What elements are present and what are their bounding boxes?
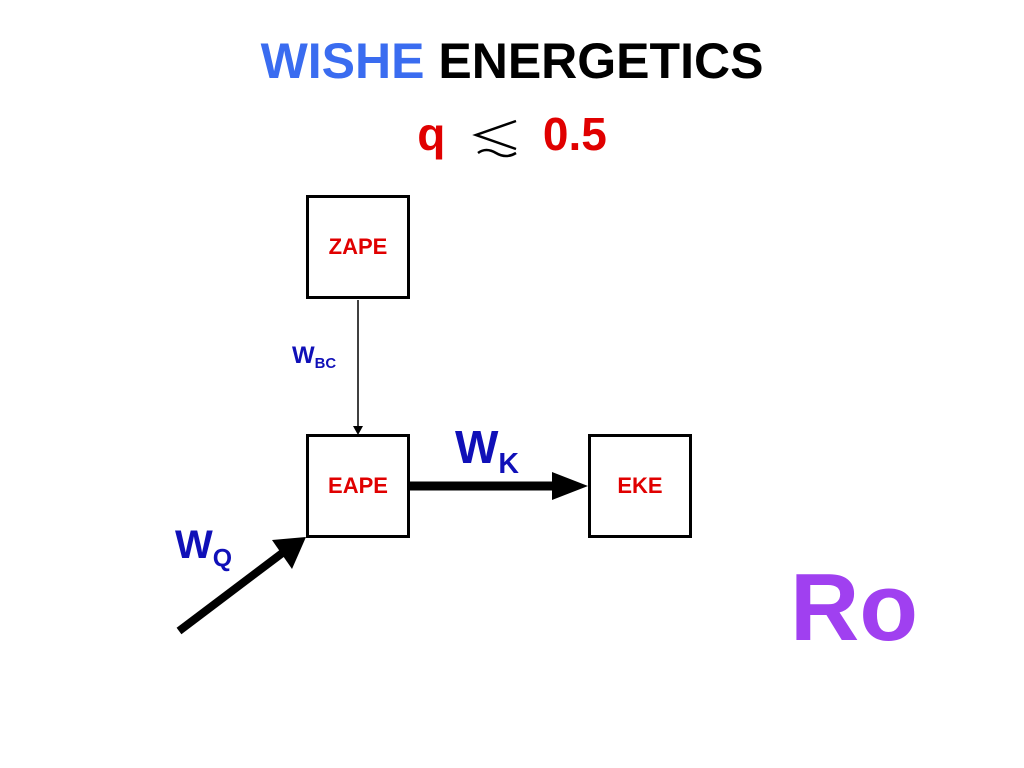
eke-box: EKE (588, 434, 692, 538)
wbc-label: WBC (292, 342, 337, 373)
eke-label: EKE (617, 473, 663, 498)
zape-box: ZAPE (306, 195, 410, 299)
ro-label: Ro (790, 554, 918, 661)
wk-arrow (410, 472, 588, 500)
eape-box: EAPE (306, 434, 410, 538)
wq-arrow (176, 537, 306, 635)
zape-label: ZAPE (328, 234, 388, 259)
condition-line: q 0.5 (0, 105, 1024, 163)
condition-variable: q (417, 108, 446, 160)
eape-label: EAPE (328, 473, 388, 498)
title-word-energetics: ENERGETICS (438, 33, 764, 89)
wk-label: WK (455, 421, 520, 480)
title-word-wishe: WISHE (260, 33, 425, 89)
slide-title: WISHE ENERGETICS (0, 30, 1024, 92)
less-than-approx-symbol (458, 105, 530, 163)
wbc-arrow (353, 300, 363, 435)
condition-value: 0.5 (542, 108, 607, 160)
wq-label: WQ (175, 523, 233, 573)
